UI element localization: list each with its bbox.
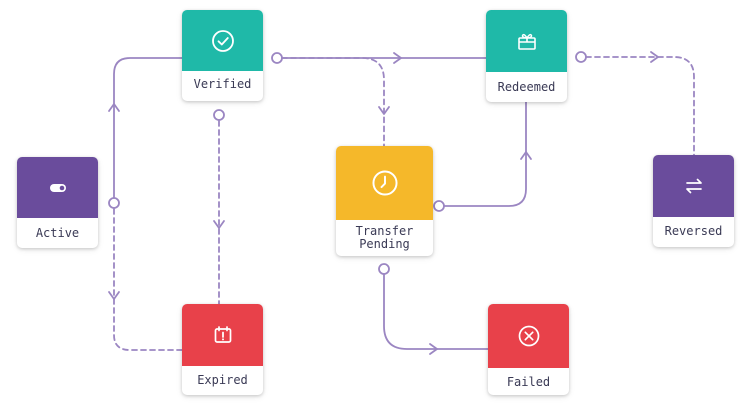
state-label: Redeemed xyxy=(497,80,556,94)
state-label: Verified xyxy=(193,77,252,91)
edge-start-dot xyxy=(108,197,120,209)
arrow-verified-to-redeemed xyxy=(393,52,402,64)
state-node-expired[interactable]: Expired xyxy=(182,304,263,395)
arrow-verified-to-transfer xyxy=(378,106,390,115)
arrow-verified-to-expired xyxy=(213,220,225,229)
arrow-transfer-to-failed xyxy=(429,343,438,355)
edge-start-dot xyxy=(433,200,445,212)
edge-transfer-to-redeemed xyxy=(443,101,527,207)
edge-start-dot xyxy=(213,109,225,121)
state-node-transfer-pending[interactable]: Transfer Pending xyxy=(336,146,433,256)
state-node-verified[interactable]: Verified xyxy=(182,10,263,101)
state-node-header xyxy=(17,157,98,218)
x-circle-icon xyxy=(518,325,539,347)
edge-verified-to-transfer xyxy=(281,57,385,147)
edge-start-dot xyxy=(378,263,390,275)
state-label: Active xyxy=(35,226,80,240)
state-node-header xyxy=(653,155,734,217)
edge-redeemed-to-reversed xyxy=(585,56,695,156)
state-node-redeemed[interactable]: Redeemed xyxy=(486,10,567,102)
gift-card-icon xyxy=(517,33,536,50)
check-circle-icon xyxy=(211,29,234,52)
arrow-active-to-verified xyxy=(108,103,120,112)
state-label: Expired xyxy=(197,373,248,387)
clock-icon xyxy=(371,170,398,196)
state-node-reversed[interactable]: Reversed xyxy=(653,155,734,247)
state-label: Failed xyxy=(506,375,551,389)
edge-transfer-to-failed xyxy=(383,273,489,350)
state-node-header xyxy=(488,304,569,368)
edge-active-to-verified xyxy=(113,57,183,204)
state-label: Transfer Pending xyxy=(355,224,414,251)
edge-active-to-expired xyxy=(113,208,183,351)
state-node-header xyxy=(182,10,263,71)
swap-arrows-icon xyxy=(685,178,702,194)
arrow-transfer-to-redeemed xyxy=(520,151,532,160)
state-node-header xyxy=(182,304,263,366)
edge-start-dot xyxy=(575,51,587,63)
state-label: Reversed xyxy=(664,224,723,238)
arrow-redeemed-to-reversed xyxy=(650,51,659,63)
state-node-active[interactable]: Active xyxy=(17,157,98,248)
state-node-failed[interactable]: Failed xyxy=(488,304,569,395)
arrow-active-to-expired xyxy=(108,291,120,300)
state-node-header xyxy=(336,146,433,220)
toggle-icon xyxy=(49,183,66,192)
state-node-header xyxy=(486,10,567,72)
edge-start-dot xyxy=(271,52,283,64)
calendar-alert-icon xyxy=(214,326,231,343)
